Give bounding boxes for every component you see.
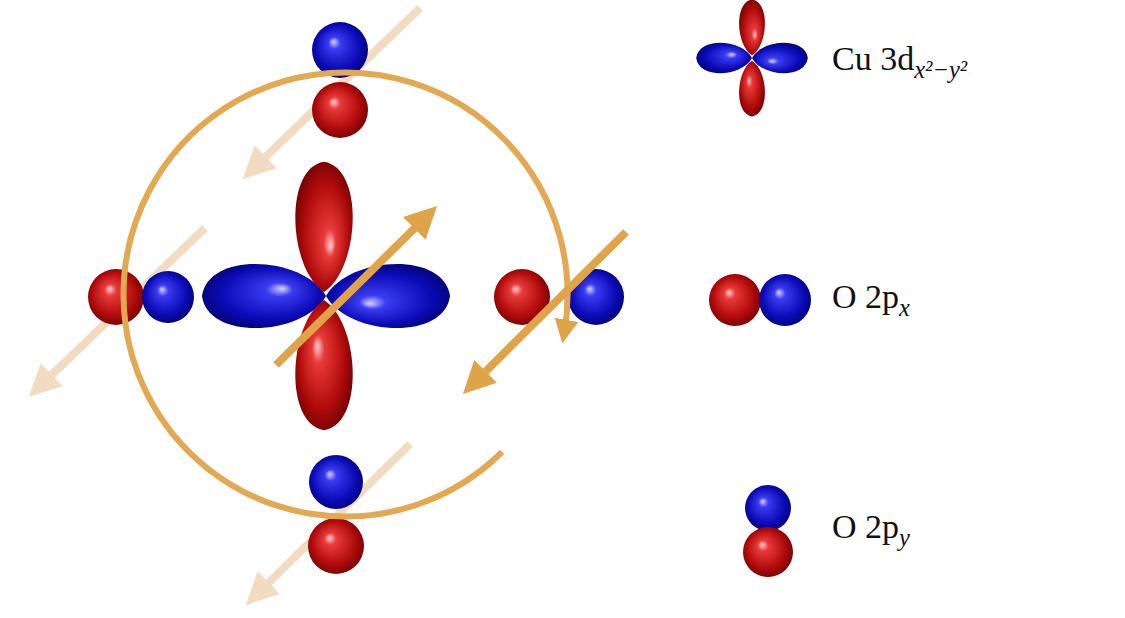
legend-subscript: x [899,294,910,321]
legend-icon-cu [696,0,808,116]
legend-icon-py [743,485,793,577]
loop-tail [488,452,502,463]
legend-main: Cu 3d [832,40,914,77]
legend-subscript: x²−y² [914,56,967,83]
legend-label: O 2py [832,508,910,553]
spin-arrows [276,215,626,385]
oxygen-orbitals [88,22,624,574]
legend-icon-px [709,274,811,326]
legend-main: O 2p [832,278,899,315]
legend-subscript: y [899,524,910,551]
legend-label: O 2px [832,278,910,323]
copper-orbital [202,162,450,430]
legend-main: O 2p [832,508,899,545]
loop-current [124,73,568,517]
legend-label: Cu 3dx²−y² [832,40,967,85]
